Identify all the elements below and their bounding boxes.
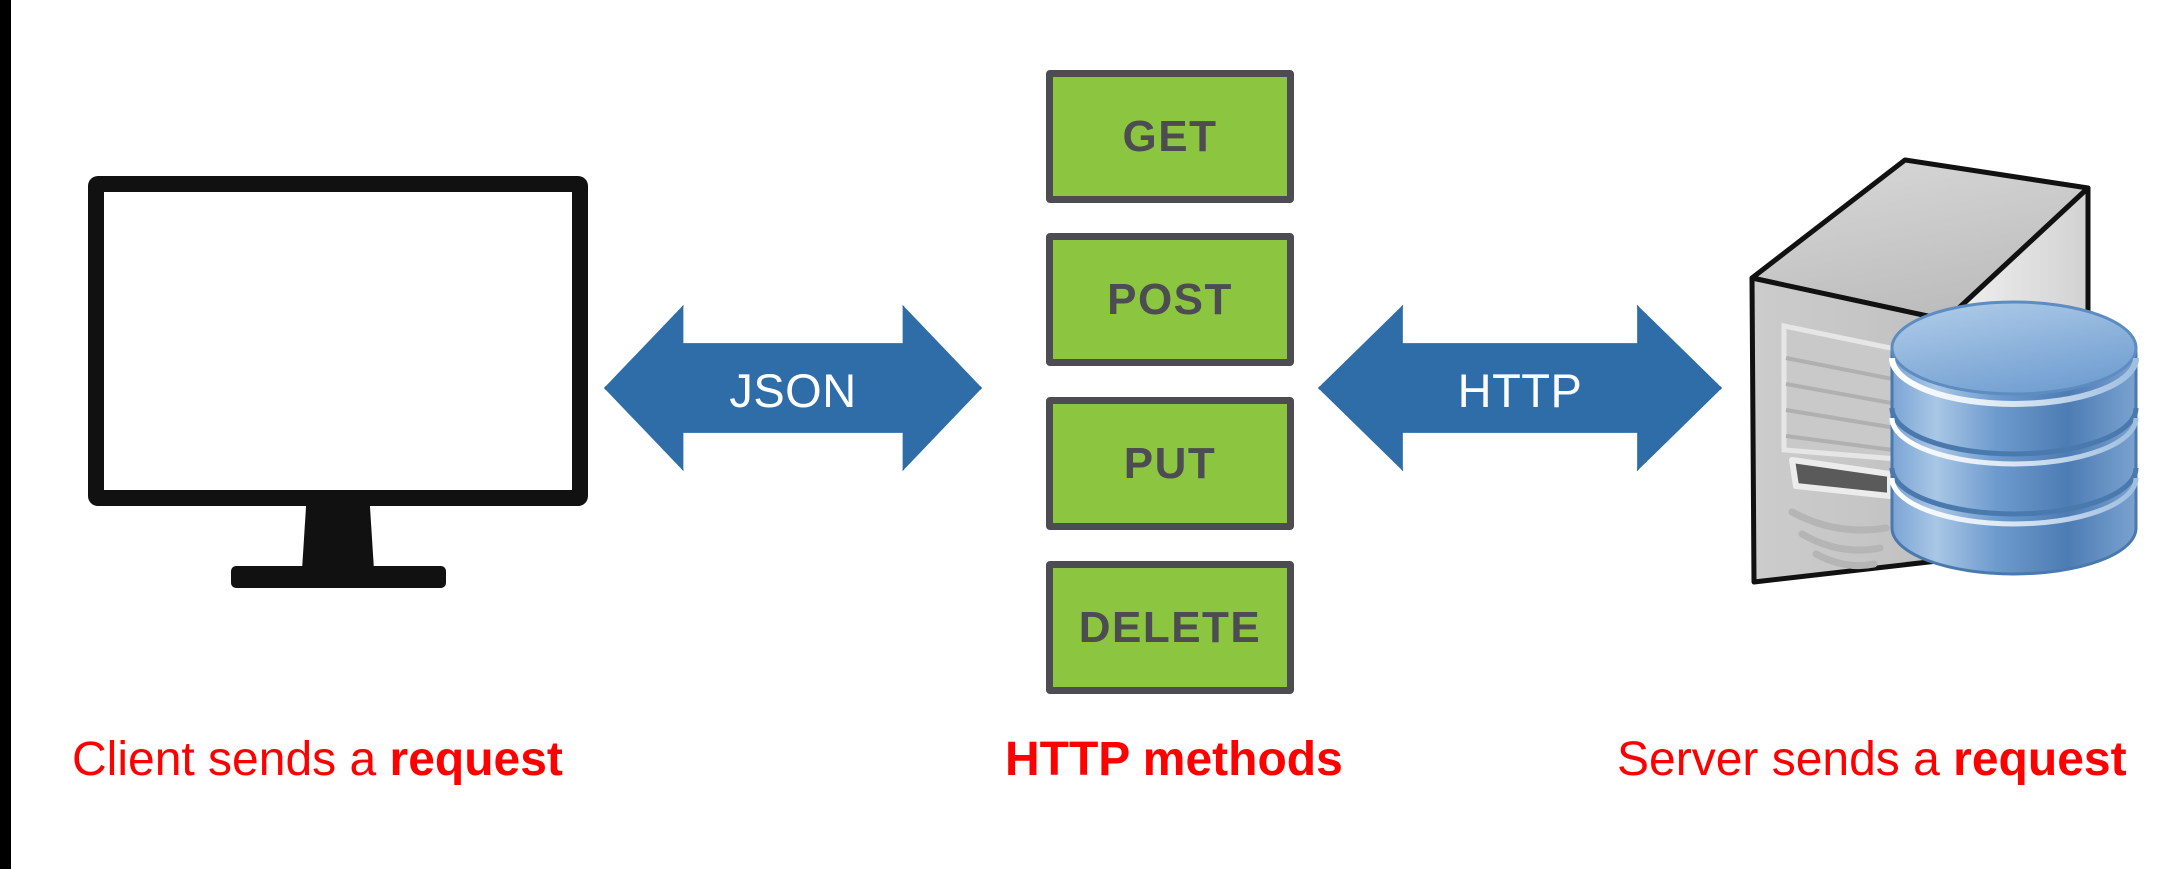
monitor-frame: [88, 176, 588, 506]
monitor-neck: [302, 502, 374, 570]
database-cylinder-icon: [1889, 300, 2139, 576]
server-caption-bold: request: [1953, 733, 2127, 786]
method-box-delete[interactable]: DELETE: [1046, 561, 1294, 694]
method-box-post[interactable]: POST: [1046, 233, 1294, 366]
method-label: DELETE: [1078, 602, 1262, 652]
left-edge-bar: [0, 0, 11, 869]
server-group: [1740, 130, 2159, 600]
client-monitor-icon: [88, 176, 588, 588]
server-caption: Server sends a request: [1617, 736, 2127, 784]
tower-drive-slot: [1789, 457, 1893, 499]
tower-vent-slots: [1785, 356, 1909, 454]
client-caption-text: Client sends a: [72, 733, 390, 786]
http-methods-stack: GET POST PUT DELETE: [1046, 70, 1294, 706]
method-label: POST: [1107, 274, 1233, 324]
method-box-get[interactable]: GET: [1046, 70, 1294, 203]
client-caption: Client sends a request: [72, 736, 563, 784]
server-tower-icon: [1749, 157, 2139, 585]
method-label: PUT: [1123, 438, 1217, 488]
monitor-screen: [104, 192, 572, 490]
json-arrow-label: JSON: [729, 363, 857, 417]
server-caption-text: Server sends a: [1617, 733, 1954, 786]
http-arrow-label: HTTP: [1457, 363, 1583, 417]
tower-swoosh-lines: [1788, 508, 1890, 570]
monitor-base: [231, 566, 446, 588]
method-label: GET: [1122, 111, 1218, 161]
method-box-put[interactable]: PUT: [1046, 397, 1294, 530]
http-double-headed-arrow-icon: HTTP: [1318, 305, 1722, 471]
methods-caption: HTTP methods: [1005, 736, 1343, 784]
json-double-headed-arrow-icon: JSON: [604, 305, 982, 471]
methods-caption-bold: HTTP methods: [1005, 733, 1343, 786]
client-caption-bold: request: [389, 733, 563, 786]
